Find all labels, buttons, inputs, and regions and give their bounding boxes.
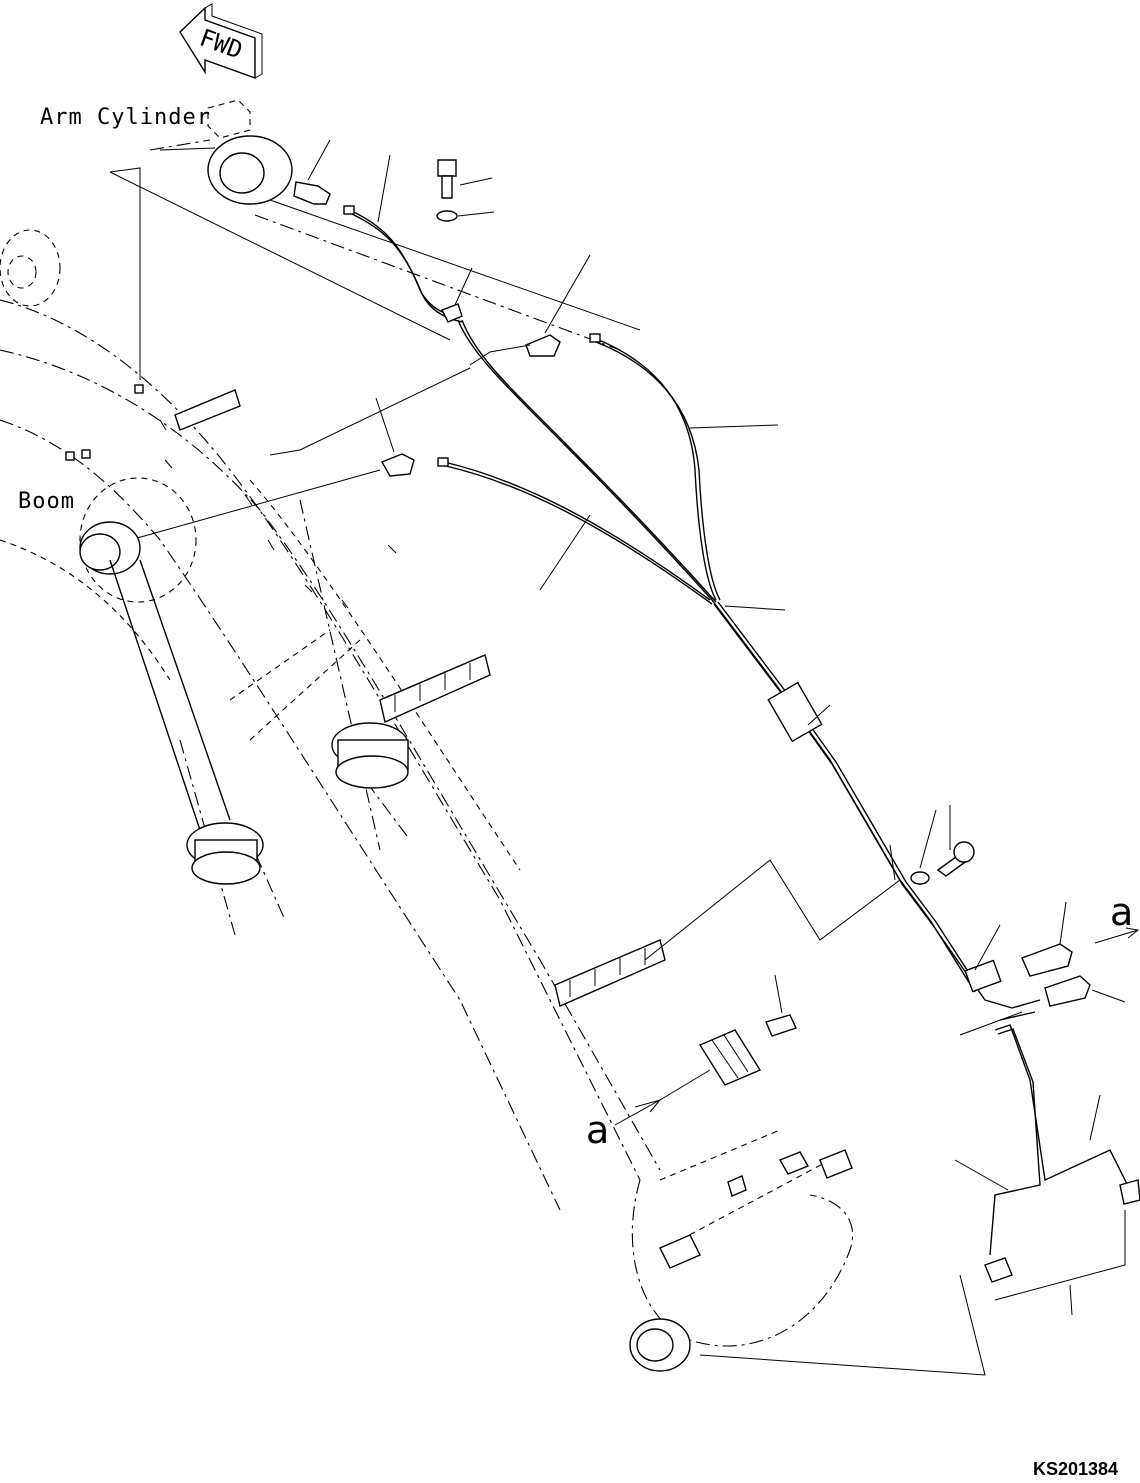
- fitting-top-1: [293, 139, 331, 205]
- arm-cylinder-label: Arm Cylinder: [40, 105, 211, 130]
- ref-a-right: a: [1110, 890, 1133, 934]
- clip-strip-3: [554, 859, 901, 1007]
- fitting-mid-1: [469, 254, 591, 366]
- boom-pin: [79, 477, 197, 603]
- fittings-right: [954, 901, 1140, 1316]
- bolt-top: [436, 159, 495, 222]
- clamp-top: [441, 267, 473, 323]
- forward-arrow-icon: FWD: [179, 3, 263, 79]
- arm-cylinder-mount: [149, 99, 641, 351]
- drawing-code: KS201384: [1033, 1459, 1118, 1479]
- ref-a-left: a: [586, 1108, 609, 1152]
- clip-strip-2: [379, 654, 491, 723]
- clip-strip-1: [174, 389, 241, 431]
- arm-tip: [629, 1129, 986, 1376]
- junction-block: [659, 974, 797, 1101]
- fitting-mid-2: [375, 333, 601, 477]
- boom-cylinder-right: [331, 722, 409, 789]
- small-clips: [65, 419, 397, 609]
- hose-bundle: [443, 319, 1013, 1009]
- boom-structure: [0, 229, 661, 1211]
- boom-cylinder-left: [109, 559, 264, 885]
- boom-label: Boom: [18, 489, 75, 514]
